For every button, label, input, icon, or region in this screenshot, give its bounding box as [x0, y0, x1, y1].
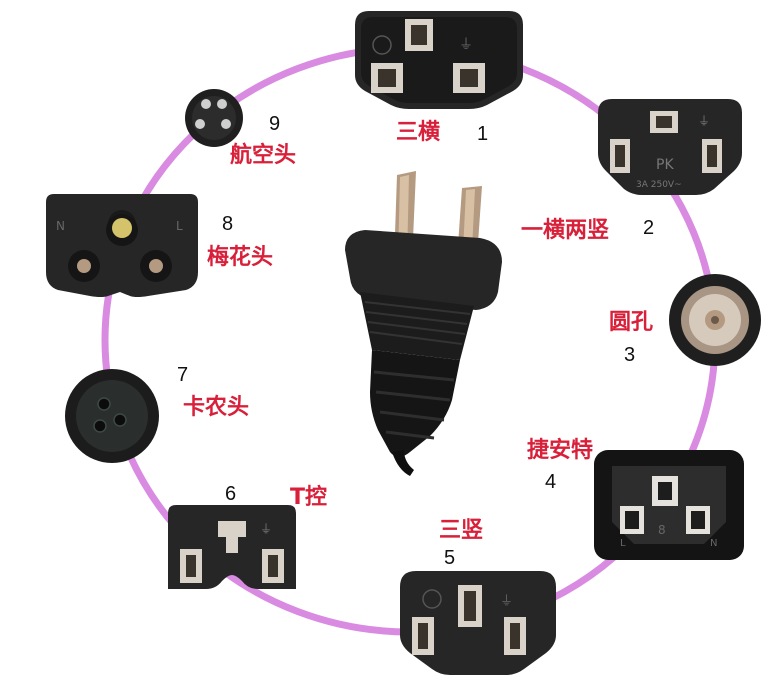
connector-7-image	[65, 369, 159, 463]
number-connector-5: 5	[444, 547, 456, 569]
number-connector-8: 8	[222, 213, 234, 235]
svg-text:⏚: ⏚	[698, 114, 710, 128]
connector-9-image	[185, 89, 243, 147]
connector-1-image: ⏚	[355, 11, 523, 109]
number-connector-9: 9	[269, 113, 281, 135]
svg-text:⏚: ⏚	[459, 37, 473, 53]
svg-text:8: 8	[658, 523, 666, 537]
center-two-pin-plug	[345, 171, 502, 476]
svg-text:PK: PK	[656, 157, 674, 173]
label-connector-6: T控	[290, 485, 328, 510]
connector-6-image: ⏚	[168, 505, 296, 589]
label-connector-8: 梅花头	[207, 245, 274, 270]
label-connector-2: 一横两竖	[521, 218, 610, 243]
connector-3-image	[669, 274, 761, 366]
svg-text:L: L	[176, 219, 183, 233]
connector-2-image: PK 3A 250V~ ⏚	[598, 99, 742, 195]
number-connector-6: 6	[225, 483, 237, 505]
number-connector-2: 2	[643, 217, 655, 239]
label-connector-5: 三竖	[439, 518, 484, 543]
label-connector-4: 捷安特	[527, 438, 594, 463]
label-connector-9: 航空头	[230, 143, 297, 168]
label-connector-7: 卡农头	[183, 395, 250, 420]
svg-text:N: N	[710, 538, 717, 549]
svg-text:⏚: ⏚	[260, 522, 272, 536]
connector-8-image: N L	[46, 194, 198, 297]
svg-text:N: N	[56, 219, 65, 233]
svg-text:⏚: ⏚	[500, 594, 513, 609]
connector-5-image: ⏚	[400, 571, 556, 675]
svg-text:L: L	[620, 538, 626, 549]
label-connector-1: 三横	[396, 120, 441, 145]
svg-text:3A 250V~: 3A 250V~	[636, 180, 682, 190]
connector-4-image: 8 N L	[594, 450, 744, 560]
number-connector-4: 4	[545, 471, 557, 493]
number-connector-7: 7	[177, 364, 189, 386]
number-connector-1: 1	[477, 123, 489, 145]
label-connector-3: 圆孔	[609, 310, 654, 335]
number-connector-3: 3	[624, 344, 636, 366]
